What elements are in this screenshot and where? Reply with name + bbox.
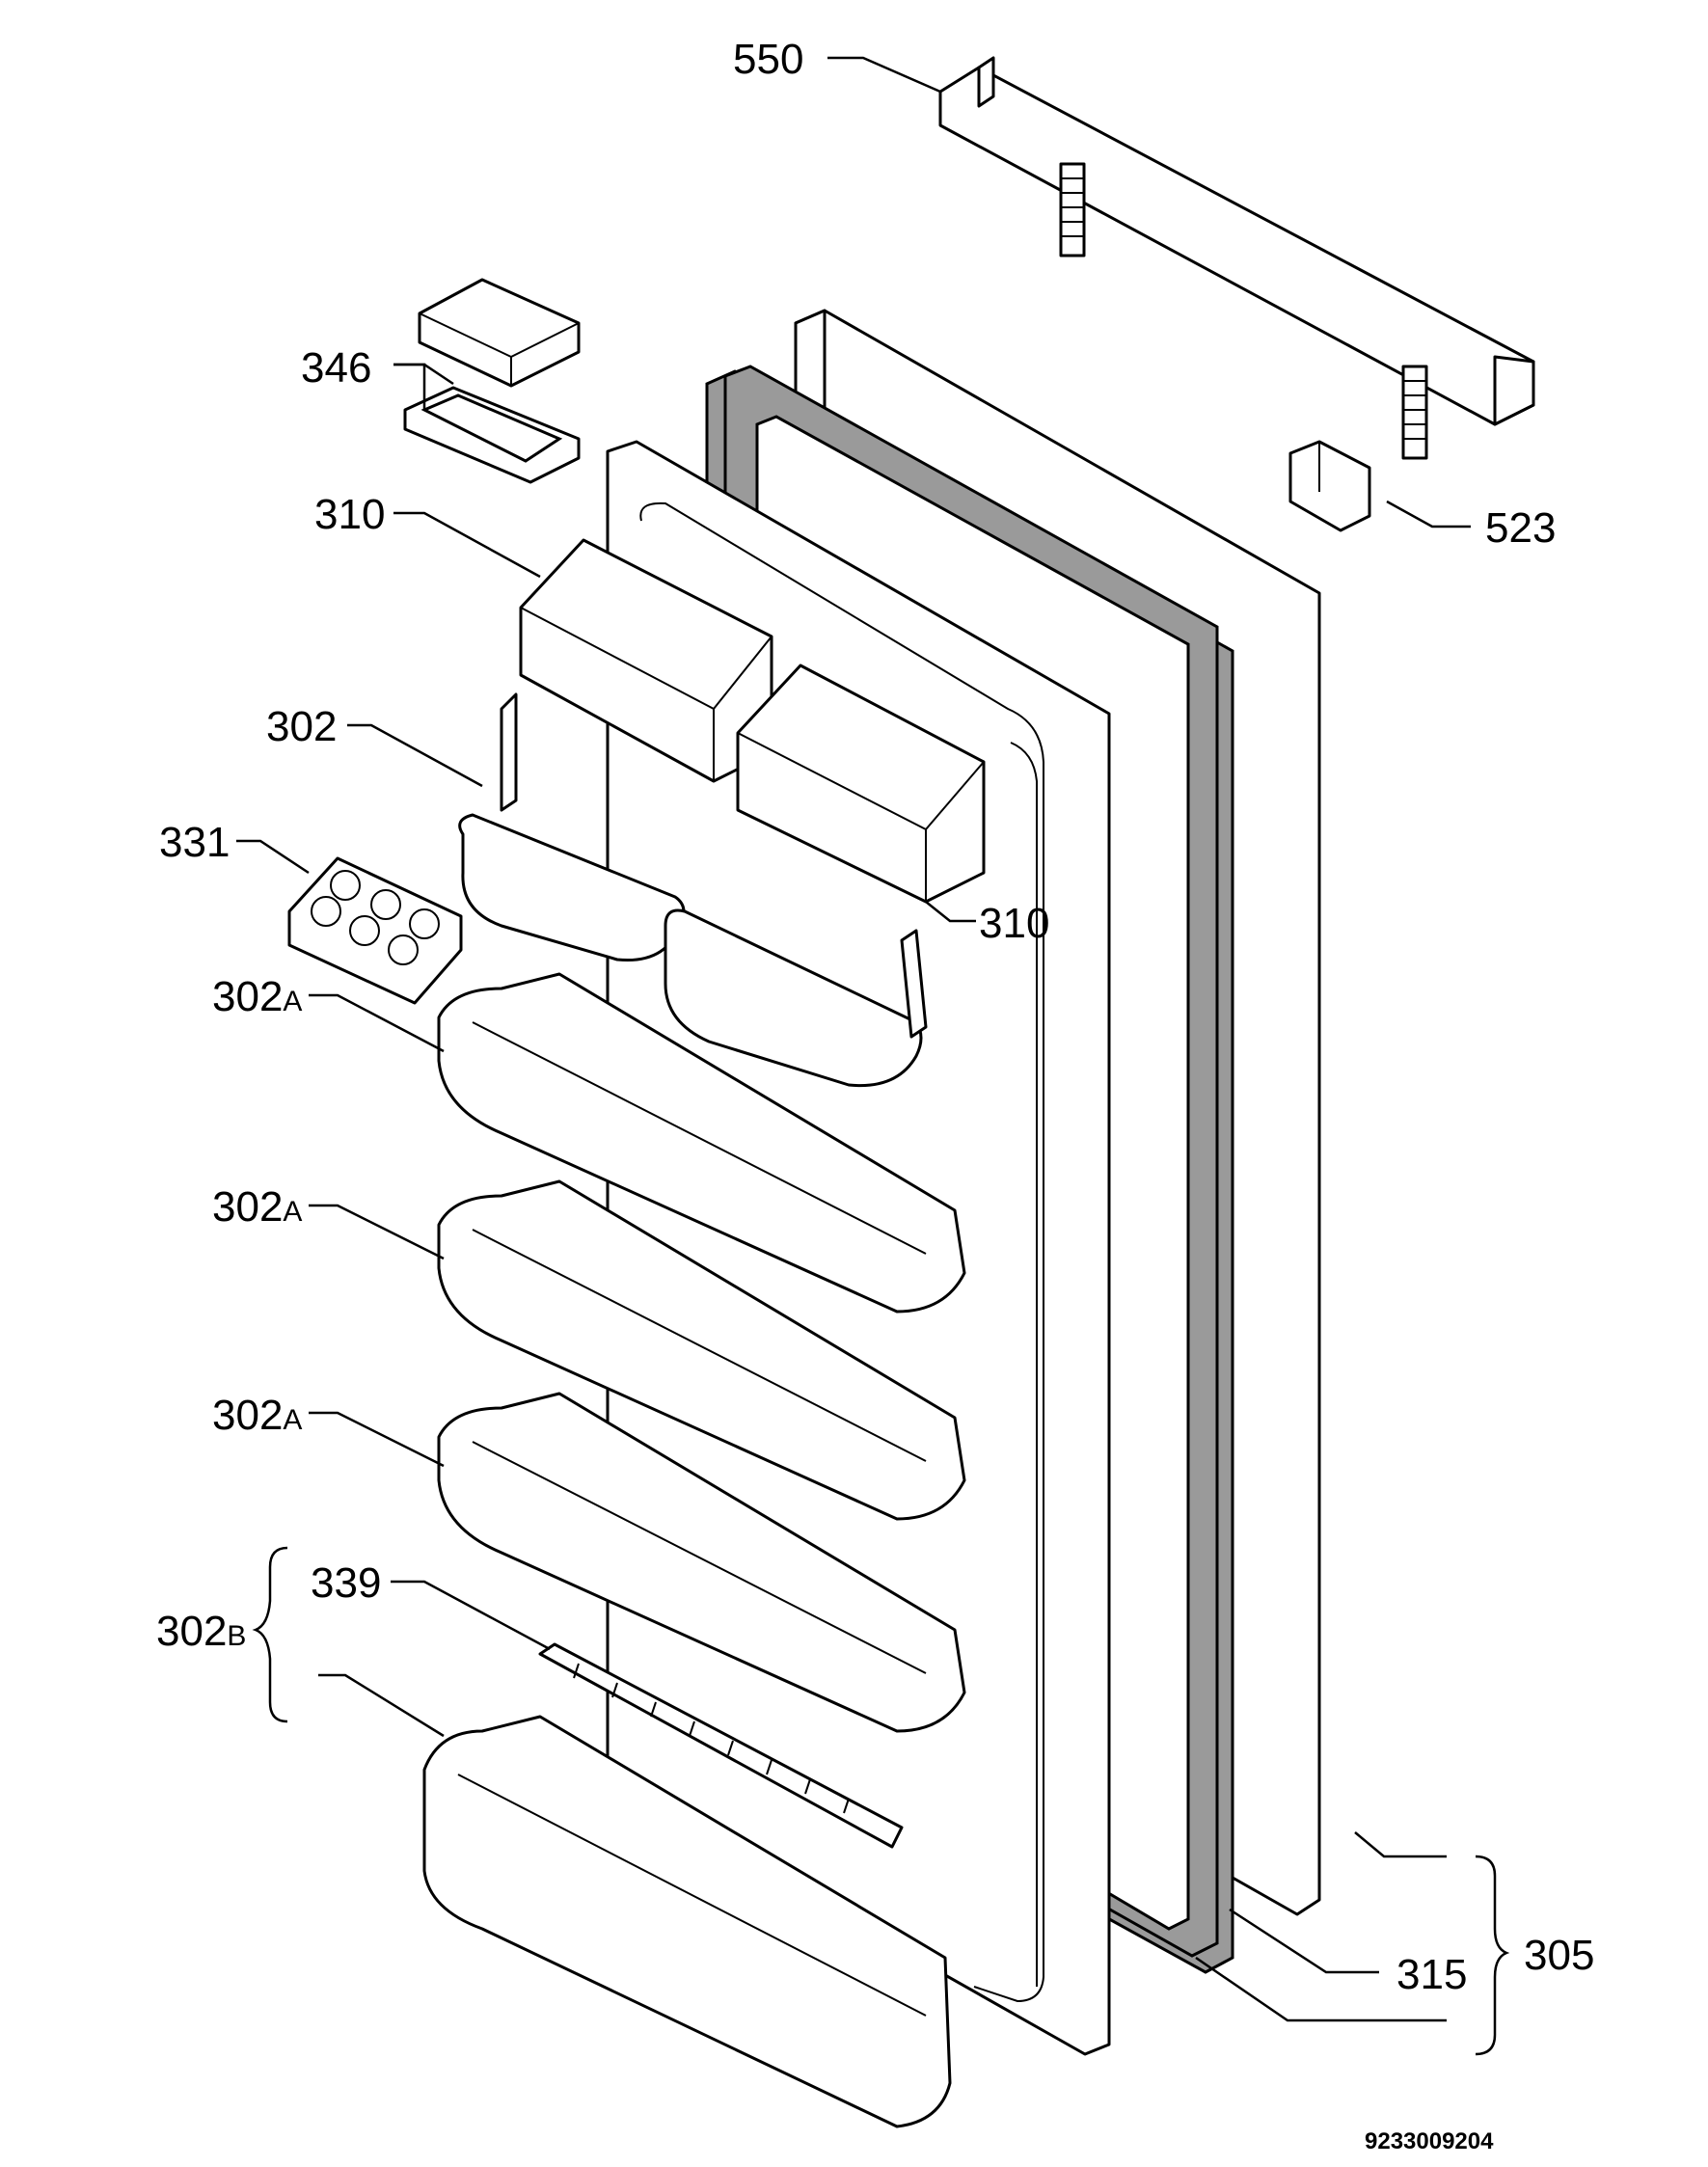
label-310-mid: 310	[979, 900, 1049, 947]
label-339: 339	[311, 1559, 381, 1607]
label-346: 346	[301, 344, 371, 392]
hinge-clip-523	[1288, 440, 1371, 532]
leader-lines	[236, 56, 1510, 2056]
egg-tray-331	[287, 856, 463, 1005]
door-balcony-302a-1	[437, 972, 966, 1314]
door-balcony-302a-2	[437, 1179, 966, 1521]
label-315: 315	[1396, 1951, 1467, 1998]
label-302: 302	[266, 703, 337, 750]
top-hinge-bar-550	[938, 56, 1535, 460]
label-305: 305	[1524, 1932, 1594, 1979]
door-balcony-302a-3	[437, 1392, 966, 1733]
label-331: 331	[159, 819, 230, 866]
door-shelf-302-right	[664, 908, 928, 1088]
drawing-code: 9233009204	[1365, 2128, 1494, 2154]
label-310-top: 310	[314, 491, 385, 538]
label-523: 523	[1485, 504, 1556, 552]
label-302a-2: 302A	[212, 1183, 302, 1231]
bottle-rack-339	[538, 1642, 904, 1849]
label-302a-1: 302A	[212, 973, 302, 1020]
bottle-shelf-302b	[422, 1715, 952, 2128]
label-302a-3: 302A	[212, 1392, 302, 1439]
butter-box-346	[403, 278, 581, 484]
dairy-compartment-310-right	[736, 664, 986, 904]
label-550: 550	[733, 36, 803, 83]
door-shelf-302-left	[458, 692, 686, 962]
label-302b: 302B	[156, 1608, 246, 1655]
